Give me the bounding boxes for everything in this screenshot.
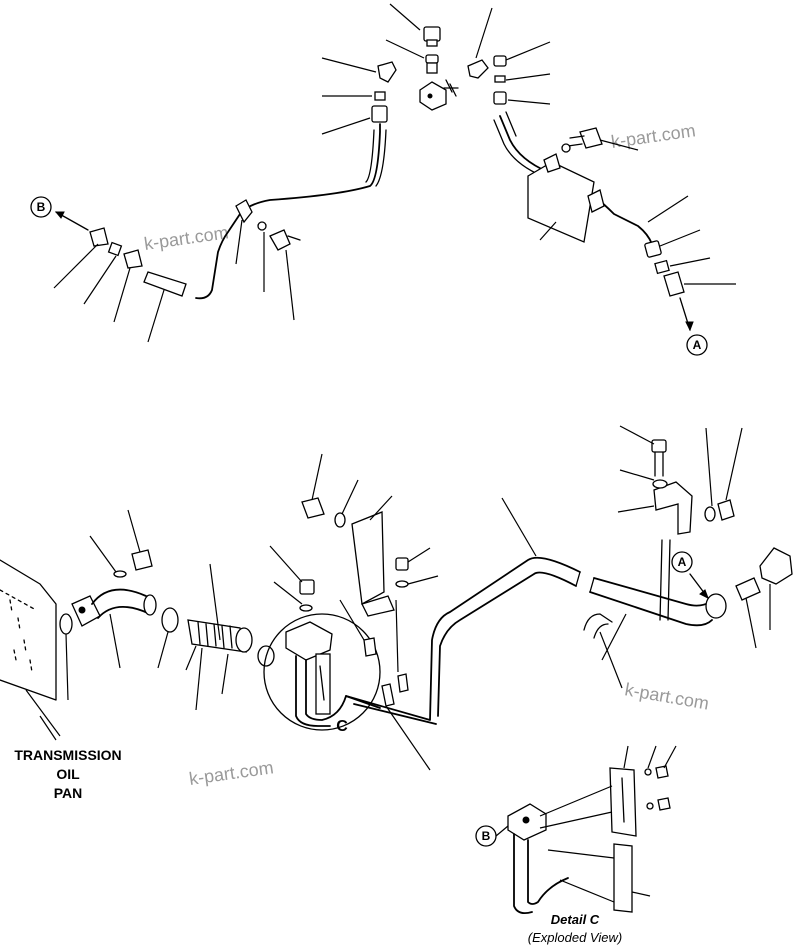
watermark-1: k-part.com (610, 120, 697, 152)
lower-leaders (25, 425, 771, 771)
right-washer (561, 143, 571, 153)
left-washer (257, 221, 267, 231)
upper-center-bolt (301, 497, 325, 519)
left-hose-piece (143, 271, 187, 297)
callout-a-upper-text: A (693, 338, 702, 352)
lower-assembly (0, 425, 793, 771)
watermark-4: k-part.com (188, 757, 275, 789)
right-pipe-clip (543, 153, 561, 173)
cap-fitting (423, 26, 441, 47)
arrow-b-head (54, 211, 65, 219)
detail-c-block (285, 621, 333, 661)
small-sensor (381, 683, 395, 707)
exploded-washer-2 (646, 802, 654, 810)
detail-c-circle (263, 613, 381, 731)
label-line-3: PAN (54, 785, 83, 801)
upper-center-washer (334, 512, 346, 528)
callout-b-lower-text: B (482, 829, 491, 843)
left-end-sleeve (107, 241, 123, 257)
detail-c-tube (295, 655, 381, 727)
watermark-3: k-part.com (623, 679, 710, 713)
clamp-left (161, 607, 179, 633)
right-end-connector (663, 271, 685, 297)
left-pipe (195, 123, 381, 300)
label-line-1: TRANSMISSION (14, 747, 121, 763)
left-elbow-fitting (377, 54, 439, 83)
u-bolt (583, 613, 613, 639)
exploded-tube (513, 833, 569, 915)
right-lock-washer (704, 506, 716, 522)
detail-c-label: C (336, 718, 348, 735)
left-end-nut (123, 249, 143, 269)
right-bracket (527, 161, 595, 243)
left-end-connector (89, 227, 109, 247)
transmission-oil-pan-label: TRANSMISSION OIL PAN (14, 747, 121, 801)
main-tube-right (589, 577, 713, 627)
bracket-nut (395, 557, 409, 571)
left-clamp (235, 199, 253, 224)
exploded-screw-1 (655, 765, 669, 779)
main-tube (345, 556, 581, 725)
bracket-washer (395, 580, 409, 588)
left-bolt-head (269, 229, 291, 251)
center-bracket-foot (361, 595, 395, 617)
right-nut (717, 499, 735, 521)
small-fitting (363, 637, 377, 657)
arrow-a-lower-head (699, 589, 709, 600)
right-washer (652, 479, 668, 489)
exploded-washer-1 (644, 768, 652, 776)
left-nut (371, 105, 388, 123)
center-bracket (351, 511, 385, 606)
detail-c-subtitle: (Exploded View) (528, 930, 622, 945)
left-sleeve (374, 91, 386, 101)
small-plug (397, 673, 409, 693)
upper-leaders (53, 3, 736, 343)
tube-end-fitting (705, 593, 727, 619)
oil-pan-oring (59, 613, 73, 635)
right-bolt-head (651, 439, 667, 453)
elbow-pipe (91, 588, 151, 619)
callout-b-upper: B (30, 196, 52, 218)
right-bolt-head (579, 127, 603, 149)
callout-a-lower: A (671, 551, 693, 573)
callout-b-lower: B (475, 825, 497, 847)
detail-c-exploded (495, 745, 677, 915)
clamp-right (235, 627, 253, 653)
watermark-2: k-part.com (143, 222, 230, 254)
detail-c-plate (315, 653, 331, 715)
oil-pan-outline (0, 559, 57, 701)
breather-cap (759, 547, 793, 585)
right-elbow-fitting (467, 55, 507, 105)
right-end-sleeve (654, 259, 670, 275)
label-line-2: OIL (56, 766, 80, 782)
oil-pan-detail (0, 589, 37, 673)
callout-a-lower-text: A (678, 555, 687, 569)
right-end-nut (644, 240, 662, 258)
flange-washer (113, 570, 127, 578)
center-washer (299, 604, 313, 612)
breather-adapter (735, 577, 761, 601)
arrow-a-head (685, 321, 694, 332)
upper-assembly (53, 3, 736, 343)
right-bracket (653, 481, 693, 535)
left-hose (365, 129, 387, 187)
callout-b-upper-text: B (37, 200, 46, 214)
flange-bolt (131, 549, 153, 571)
exploded-plate-lower (613, 843, 633, 913)
detail-c-title: Detail C (551, 912, 600, 927)
exploded-screw-2 (657, 797, 671, 811)
center-block (419, 79, 459, 111)
elbow-pipe-end (143, 594, 157, 616)
center-bolt-head (299, 579, 315, 595)
callout-a-upper: A (686, 334, 708, 356)
right-bracket-clip (587, 189, 605, 213)
